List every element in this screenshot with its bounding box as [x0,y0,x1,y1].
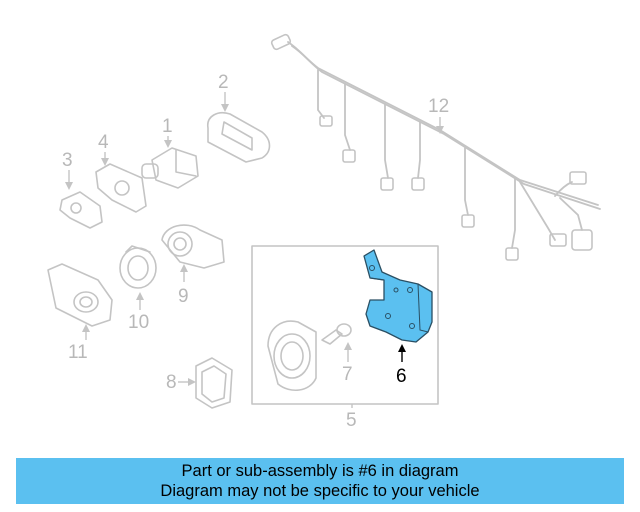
part-12-wiring-harness[interactable] [270,33,601,261]
banner-line-1: Part or sub-assembly is #6 in diagram [181,462,459,480]
callout-8: 8 [166,372,196,393]
sub-assembly-box-5 [251,245,439,405]
callout-5: 5 [346,404,357,431]
part-11-mount[interactable] [47,263,113,327]
svg-text:12: 12 [428,96,449,117]
svg-text:5: 5 [346,410,357,431]
svg-text:1: 1 [162,116,173,137]
svg-text:4: 4 [98,132,109,153]
part-5-sensor-ring[interactable] [267,320,317,391]
part-7-bolt[interactable] [321,323,352,345]
part-8-cover[interactable] [195,357,233,409]
svg-text:11: 11 [68,342,88,363]
callout-6: 6 [396,344,407,387]
part-10-ring[interactable] [119,245,157,289]
svg-text:9: 9 [178,286,189,307]
banner-line-2: Diagram may not be specific to your vehi… [160,482,480,500]
callout-4: 4 [98,132,109,166]
part-9-sensor-housing[interactable] [161,224,225,269]
part-6-bracket[interactable] [363,249,433,343]
part-2-bracket[interactable] [207,112,271,163]
callout-3: 3 [62,150,73,190]
callout-11: 11 [68,324,90,363]
callout-9: 9 [178,264,189,307]
svg-text:6: 6 [396,366,407,387]
svg-text:2: 2 [218,72,229,93]
part-4-holder[interactable] [95,163,147,213]
callout-12: 12 [428,96,449,134]
svg-text:3: 3 [62,150,73,171]
callout-10: 10 [128,292,149,333]
callout-7: 7 [342,342,353,385]
info-banner: Part or sub-assembly is #6 in diagram Di… [16,458,624,504]
part-1-sensor[interactable] [141,147,199,189]
svg-text:8: 8 [166,372,177,393]
callout-1: 1 [162,116,173,148]
part-3-clip[interactable] [59,191,103,229]
parts-diagram: 12 2 1 4 3 [47,33,601,431]
svg-text:7: 7 [342,364,353,385]
svg-text:10: 10 [128,312,149,333]
callout-2: 2 [218,72,229,112]
